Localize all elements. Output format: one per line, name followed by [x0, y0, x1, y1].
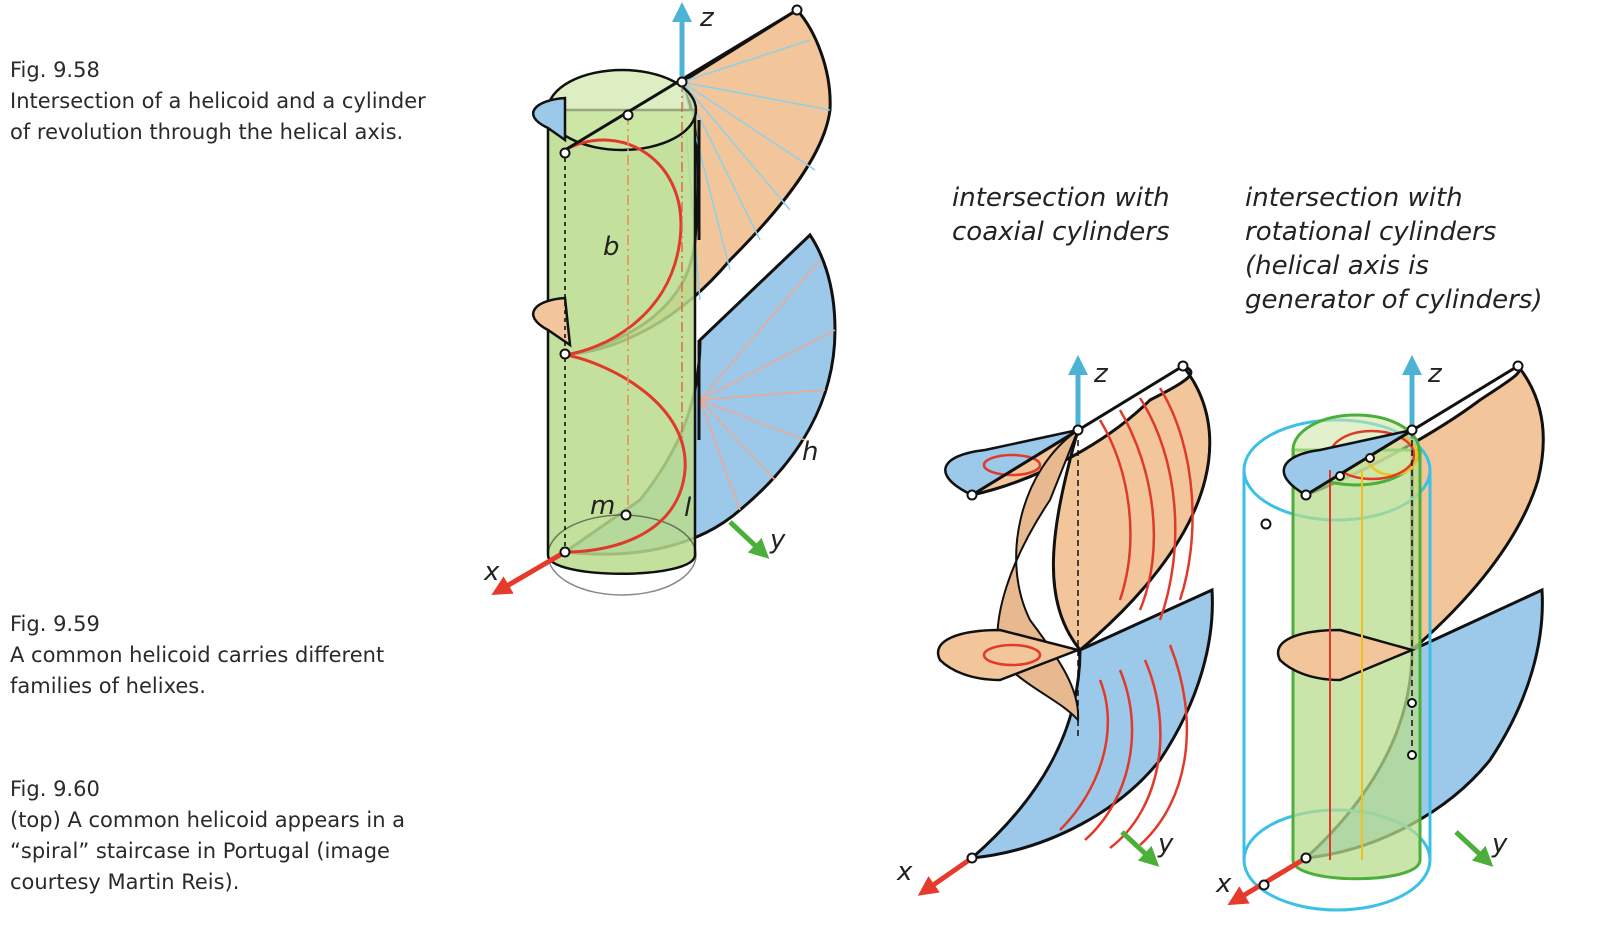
axis-label-z: z	[1093, 359, 1109, 389]
caption-line: of revolution through the helical axis.	[10, 120, 404, 144]
cyan-cylinder	[1242, 470, 1432, 860]
caption-line: A common helicoid carries different	[10, 643, 385, 667]
caption-line: families of helixes.	[10, 674, 206, 698]
label-l: l	[684, 493, 692, 523]
caption-line: “spiral” staircase in Portugal (image	[10, 839, 390, 863]
axis-label-z: z	[699, 3, 715, 33]
flange-top	[944, 428, 1079, 497]
caption-fig-9-59: Fig. 9.59 A common helicoid carries diff…	[10, 609, 384, 702]
axis-label-y: y	[1491, 829, 1508, 859]
figure-coaxial-cylinders: z x y	[896, 355, 1214, 896]
flange-mid	[1276, 628, 1416, 682]
helicoid-upper-surface	[1305, 364, 1545, 654]
caption-line: courtesy Martin Reis).	[10, 870, 240, 894]
axis-label-x: x	[1215, 869, 1232, 899]
caption-fig-9-58: Fig. 9.58 Intersection of a helicoid and…	[10, 55, 426, 148]
flange-top	[1282, 428, 1413, 497]
figure-rotational-cylinders: z x y	[1215, 355, 1545, 912]
y-axis-arrow	[1120, 830, 1160, 867]
axis-label-y: y	[1157, 829, 1174, 859]
points	[559, 4, 803, 558]
figure-number: Fig. 9.59	[10, 612, 100, 636]
axis-label-x: x	[483, 557, 500, 587]
axis-label-y: y	[769, 525, 786, 555]
caption-line: (top) A common helicoid appears in a	[10, 808, 406, 832]
x-axis-arrow	[917, 855, 974, 896]
flange-mid	[532, 296, 572, 348]
figure-helicoid-cylinder: z x y b h m l	[483, 2, 837, 596]
coaxial-helices	[982, 387, 1194, 849]
x-axis-arrow	[491, 549, 567, 596]
figure-number: Fig. 9.58	[10, 58, 100, 82]
cylinder-top	[546, 68, 698, 152]
y-axis-arrow	[1454, 830, 1494, 867]
y-axis-arrow	[728, 520, 770, 559]
heading-rotational-cylinders: intersection with rotational cylinders (…	[1245, 183, 1543, 315]
caption-fig-9-60: Fig. 9.60 (top) A common helicoid appear…	[10, 774, 405, 898]
caption-line: Intersection of a helicoid and a cylinde…	[10, 89, 426, 113]
label-m: m	[590, 491, 615, 521]
rulings-lower	[699, 259, 836, 511]
x-axis-arrow	[1227, 855, 1308, 906]
label-b: b	[603, 232, 620, 262]
label-h: h	[802, 437, 818, 467]
flange-mid	[936, 628, 1083, 682]
axis-label-z: z	[1427, 359, 1443, 389]
points	[966, 360, 1189, 864]
figure-number: Fig. 9.60	[10, 777, 100, 801]
heading-coaxial-cylinders: intersection with coaxial cylinders	[952, 183, 1170, 247]
flange-top	[532, 96, 567, 143]
helicoid-lower-surface	[967, 587, 1214, 860]
axis-label-x: x	[896, 857, 913, 887]
points	[1258, 360, 1524, 891]
